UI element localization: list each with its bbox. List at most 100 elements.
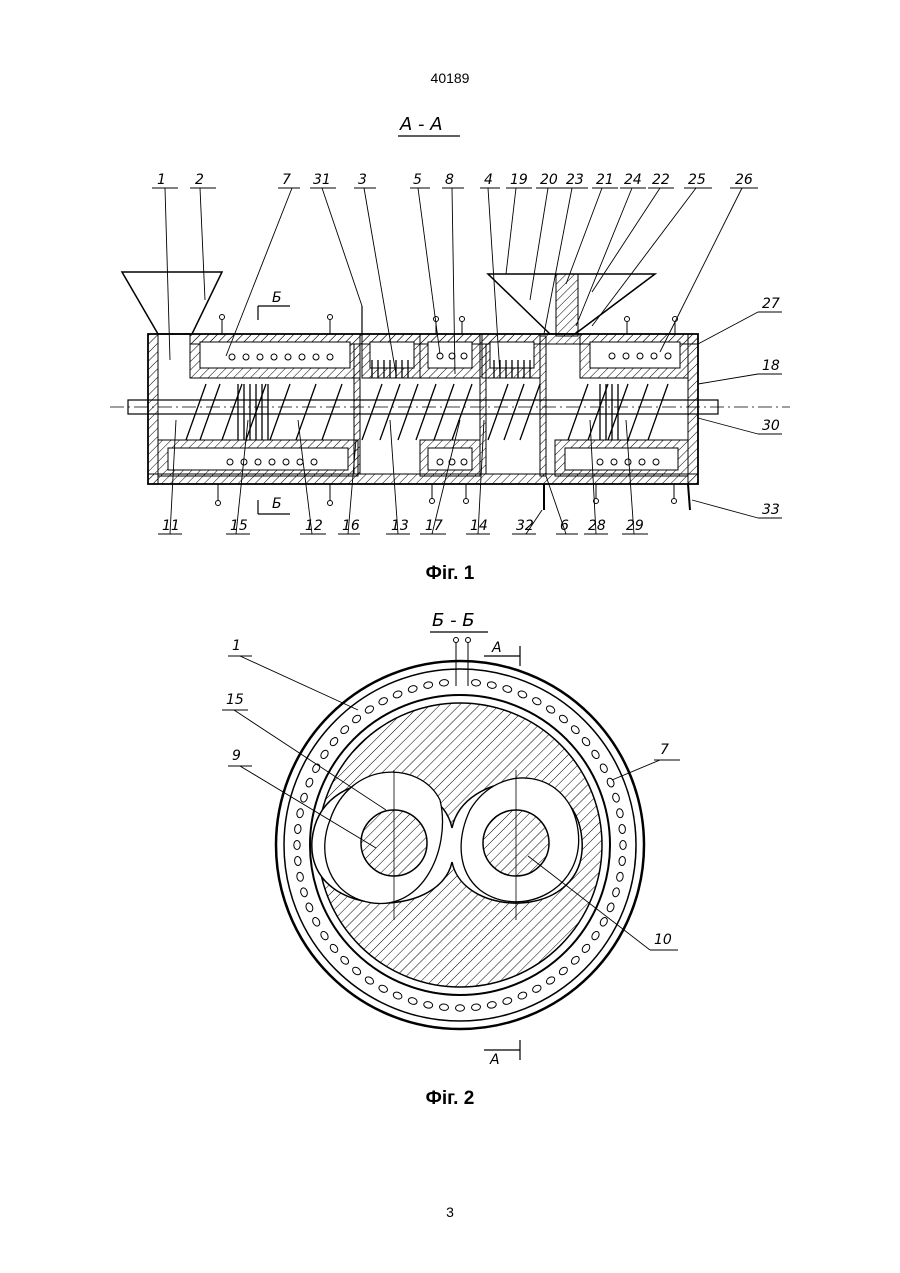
- coil-loop: [294, 856, 301, 866]
- figure-1-drawing: А - А: [0, 0, 900, 560]
- callout-label: 31: [313, 172, 331, 188]
- coil-loop: [487, 1001, 497, 1009]
- callout-label: 30: [762, 418, 780, 434]
- feed-hopper-left: [122, 272, 222, 334]
- figure-2-caption: Фіг. 2: [0, 1088, 900, 1110]
- callout-label: 15: [230, 518, 248, 534]
- coil-loop: [545, 704, 556, 714]
- coil-loop: [616, 808, 624, 818]
- callout-label: 23: [566, 172, 584, 188]
- coil-loop: [502, 997, 512, 1006]
- coil-loop: [423, 681, 433, 689]
- callout-label: 25: [688, 172, 706, 188]
- page-number: 3: [0, 1204, 900, 1220]
- callout-label: 9: [232, 748, 241, 764]
- top-callouts: 1 2 7 31 3 5 8 4 19 20 23 21 24 22 25 26: [157, 172, 753, 188]
- coil-loop: [531, 984, 542, 994]
- coil-loop: [407, 997, 417, 1006]
- callout-label: 1: [232, 638, 241, 654]
- coil-loop: [378, 696, 389, 706]
- coil-loop: [619, 824, 626, 834]
- callout-label: 19: [510, 172, 528, 188]
- coil-loop: [305, 777, 314, 788]
- callout-label: 3: [358, 172, 367, 188]
- section-title-aa: А - А: [399, 114, 443, 135]
- callout-label: 15: [226, 692, 244, 708]
- cut-mark-a-bottom: А: [489, 1052, 500, 1068]
- callout-label: 22: [652, 172, 670, 188]
- bottom-callouts: 11 15 12 16 13 17 14 32 6 28 29: [162, 518, 644, 534]
- coil-loop: [364, 704, 375, 714]
- callout-label: 26: [735, 172, 753, 188]
- coil-loop: [487, 681, 497, 689]
- coil-loop: [407, 685, 417, 694]
- coil-loop: [517, 991, 528, 1000]
- callout-label: 21: [596, 172, 614, 188]
- callout-label: 16: [342, 518, 360, 534]
- coil-loop: [300, 792, 309, 802]
- coil-loop: [319, 749, 329, 760]
- callout-label: 24: [624, 172, 642, 188]
- coil-loop: [612, 887, 621, 897]
- coil-loop: [364, 975, 375, 985]
- cut-mark-a-top: А: [491, 640, 502, 656]
- coil-loop: [581, 736, 592, 747]
- figure-2-drawing: Б - Б А А 1 15 9 7 10: [0, 600, 900, 1080]
- coil-loop: [619, 856, 626, 866]
- coil-loop: [423, 1001, 433, 1009]
- callout-label: 10: [654, 932, 672, 948]
- coil-loop: [558, 714, 569, 725]
- callout-label: 7: [660, 742, 669, 758]
- coil-loop: [570, 955, 581, 966]
- callout-label: 4: [484, 172, 493, 188]
- coil-loop: [590, 749, 600, 760]
- coil-loop: [599, 916, 609, 927]
- coil-loop: [502, 685, 512, 694]
- coil-loop: [351, 714, 362, 725]
- coil-loop: [329, 943, 340, 954]
- callout-label: 12: [305, 518, 323, 534]
- coil-loop: [612, 792, 621, 802]
- coil-loop: [378, 984, 389, 994]
- callout-label: 2: [195, 172, 204, 188]
- cut-mark-top: Б: [272, 290, 282, 306]
- callout-label: 18: [762, 358, 780, 374]
- coil-loop: [294, 841, 300, 850]
- coil-loop: [471, 679, 481, 686]
- coil-loop: [339, 955, 350, 966]
- coil-loop: [570, 724, 581, 735]
- callout-label: 33: [762, 502, 780, 518]
- coil-loop: [294, 824, 301, 834]
- coil-loop: [311, 916, 321, 927]
- coil-loop: [590, 930, 600, 941]
- callout-label: 7: [282, 172, 291, 188]
- callout-label: 27: [762, 296, 780, 312]
- coil-loop: [620, 841, 626, 850]
- coil-loop: [456, 1005, 465, 1011]
- coil-loop: [606, 902, 615, 913]
- coil-loop: [296, 808, 304, 818]
- coil-loop: [616, 872, 624, 882]
- callout-label: 5: [413, 172, 422, 188]
- coil-loop: [517, 690, 528, 699]
- coil-loop: [558, 966, 569, 977]
- cut-mark-bottom: Б: [272, 496, 282, 512]
- coil-loop: [599, 763, 609, 774]
- coil-loop: [439, 1004, 449, 1011]
- coil-loop: [319, 930, 329, 941]
- callout-label: 20: [540, 172, 558, 188]
- coil-loop: [296, 872, 304, 882]
- callout-label: 13: [391, 518, 409, 534]
- callout-label: 29: [626, 518, 644, 534]
- coil-loop: [392, 690, 403, 699]
- coil-loop: [581, 943, 592, 954]
- coil-loop: [439, 679, 449, 686]
- figure-1-caption: Фіг. 1: [0, 563, 900, 585]
- coil-loop: [531, 696, 542, 706]
- callout-label: 1: [157, 172, 166, 188]
- coil-loop: [471, 1004, 481, 1011]
- callout-label: 28: [588, 518, 606, 534]
- coil-loop: [545, 975, 556, 985]
- coil-loop: [305, 902, 314, 913]
- coil-loop: [300, 887, 309, 897]
